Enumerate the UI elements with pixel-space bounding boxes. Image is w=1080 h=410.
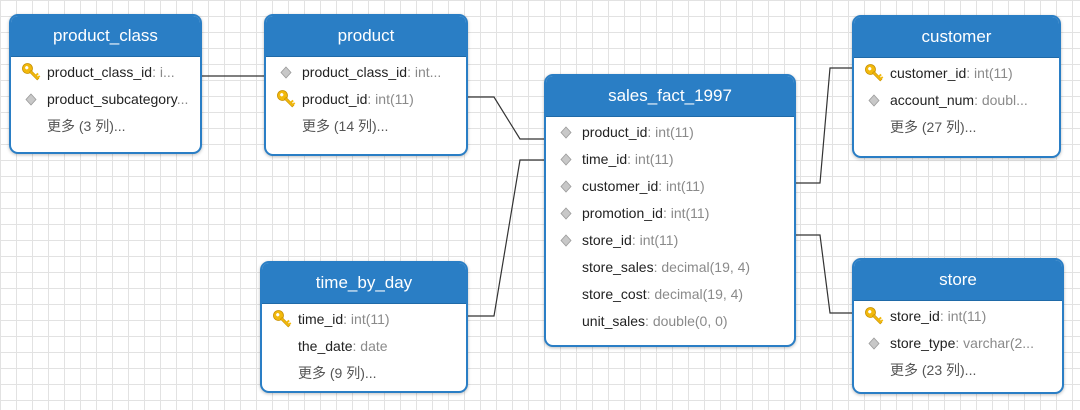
column-type: : int(11) — [627, 151, 674, 167]
column-name: store_id — [582, 232, 632, 248]
relation-customer-to-sales-fact — [794, 67, 853, 184]
more-columns-link[interactable]: 更多 (3 列)... — [47, 118, 126, 134]
column-name: time_id — [298, 311, 344, 327]
column-row[interactable]: product_class_id: int... — [266, 59, 466, 86]
column-row[interactable]: store_sales: decimal(19, 4) — [546, 254, 794, 281]
column-name: unit_sales — [582, 313, 646, 329]
column-type: : int(11) — [966, 65, 1013, 81]
table-product-class[interactable]: product_class product_class_id: i... pro… — [9, 14, 202, 154]
more-columns-link[interactable]: 更多 (14 列)... — [302, 118, 389, 134]
column-type: : decimal(19, 4) — [646, 286, 744, 302]
column-name: product_class_id — [302, 64, 408, 80]
column-name: account_num — [890, 92, 975, 108]
column-type: : decimal(19, 4) — [653, 259, 751, 275]
table-title[interactable]: product — [266, 16, 466, 57]
table-title[interactable]: product_class — [11, 16, 200, 57]
diamond-icon — [21, 86, 41, 113]
table-title[interactable]: customer — [854, 17, 1059, 58]
table-product[interactable]: product product_class_id: int... product… — [264, 14, 468, 156]
column-row[interactable]: unit_sales: double(0, 0) — [546, 308, 794, 335]
key-icon — [864, 60, 884, 87]
column-row[interactable]: product_subcategory... — [11, 86, 200, 113]
column-type: : double(0, 0) — [645, 313, 728, 329]
diamond-icon — [556, 119, 576, 146]
column-row[interactable]: customer_id: int(11) — [854, 60, 1059, 87]
column-name: store_type — [890, 335, 956, 351]
more-columns-link[interactable]: 更多 (27 列)... — [890, 119, 977, 135]
key-icon — [864, 303, 884, 330]
table-store[interactable]: store store_id: int(11) store_type: varc… — [852, 258, 1064, 394]
column-name: store_sales — [582, 259, 654, 275]
table-time-by-day[interactable]: time_by_day time_id: int(11) the_date: d… — [260, 261, 468, 393]
column-type: : int... — [407, 64, 442, 80]
column-row[interactable]: time_id: int(11) — [546, 146, 794, 173]
table-sales-fact-1997[interactable]: sales_fact_1997 product_id: int(11) time… — [544, 74, 796, 347]
key-icon — [276, 86, 296, 113]
relation-store-to-sales-fact — [794, 234, 853, 314]
diamond-icon — [556, 173, 576, 200]
column-name: time_id — [582, 151, 628, 167]
diamond-icon — [556, 227, 576, 254]
column-row[interactable]: product_class_id: i... — [11, 59, 200, 86]
column-name: product_subcategory — [47, 91, 177, 107]
diamond-icon — [556, 146, 576, 173]
column-row[interactable]: the_date: date — [262, 333, 466, 360]
column-type: : int(11) — [647, 124, 694, 140]
table-title[interactable]: store — [854, 260, 1062, 301]
column-name: product_class_id — [47, 64, 153, 80]
column-type: : int(11) — [367, 91, 414, 107]
column-type: : int(11) — [631, 232, 679, 248]
column-row[interactable]: customer_id: int(11) — [546, 173, 794, 200]
column-type: : doubl... — [974, 92, 1028, 108]
column-row[interactable]: promotion_id: int(11) — [546, 200, 794, 227]
column-name: store_cost — [582, 286, 647, 302]
diamond-icon — [864, 330, 884, 357]
column-type: ... — [176, 91, 189, 107]
diamond-icon — [556, 200, 576, 227]
column-name: the_date — [298, 338, 353, 354]
column-row[interactable]: product_id: int(11) — [546, 119, 794, 146]
column-name: store_id — [890, 308, 940, 324]
column-name: product_id — [302, 91, 368, 107]
column-type: : int(11) — [658, 178, 705, 194]
key-icon — [21, 59, 41, 86]
table-title[interactable]: time_by_day — [262, 263, 466, 304]
column-type: : int(11) — [662, 205, 710, 221]
key-icon — [272, 306, 292, 333]
column-name: customer_id — [890, 65, 967, 81]
more-columns-link[interactable]: 更多 (23 列)... — [890, 362, 977, 378]
column-name: promotion_id — [582, 205, 663, 221]
column-row[interactable]: store_type: varchar(2... — [854, 330, 1062, 357]
table-title[interactable]: sales_fact_1997 — [546, 76, 794, 117]
column-name: product_id — [582, 124, 648, 140]
column-type: : int(11) — [343, 311, 390, 327]
column-row[interactable]: account_num: doubl... — [854, 87, 1059, 114]
column-row[interactable]: store_id: int(11) — [854, 303, 1062, 330]
column-row[interactable]: time_id: int(11) — [262, 306, 466, 333]
relation-product-to-sales-fact — [466, 96, 546, 140]
diamond-icon — [864, 87, 884, 114]
column-type: : varchar(2... — [955, 335, 1034, 351]
more-columns-link[interactable]: 更多 (9 列)... — [298, 365, 377, 381]
column-row[interactable]: product_id: int(11) — [266, 86, 466, 113]
column-type: : int(11) — [939, 308, 987, 324]
column-row[interactable]: store_cost: decimal(19, 4) — [546, 281, 794, 308]
diamond-icon — [276, 59, 296, 86]
table-customer[interactable]: customer customer_id: int(11) account_nu… — [852, 15, 1061, 158]
column-name: customer_id — [582, 178, 659, 194]
column-type: : i... — [152, 64, 175, 80]
column-type: : date — [352, 338, 388, 354]
relation-time-by-day-to-sales-fact — [466, 159, 546, 317]
column-row[interactable]: store_id: int(11) — [546, 227, 794, 254]
